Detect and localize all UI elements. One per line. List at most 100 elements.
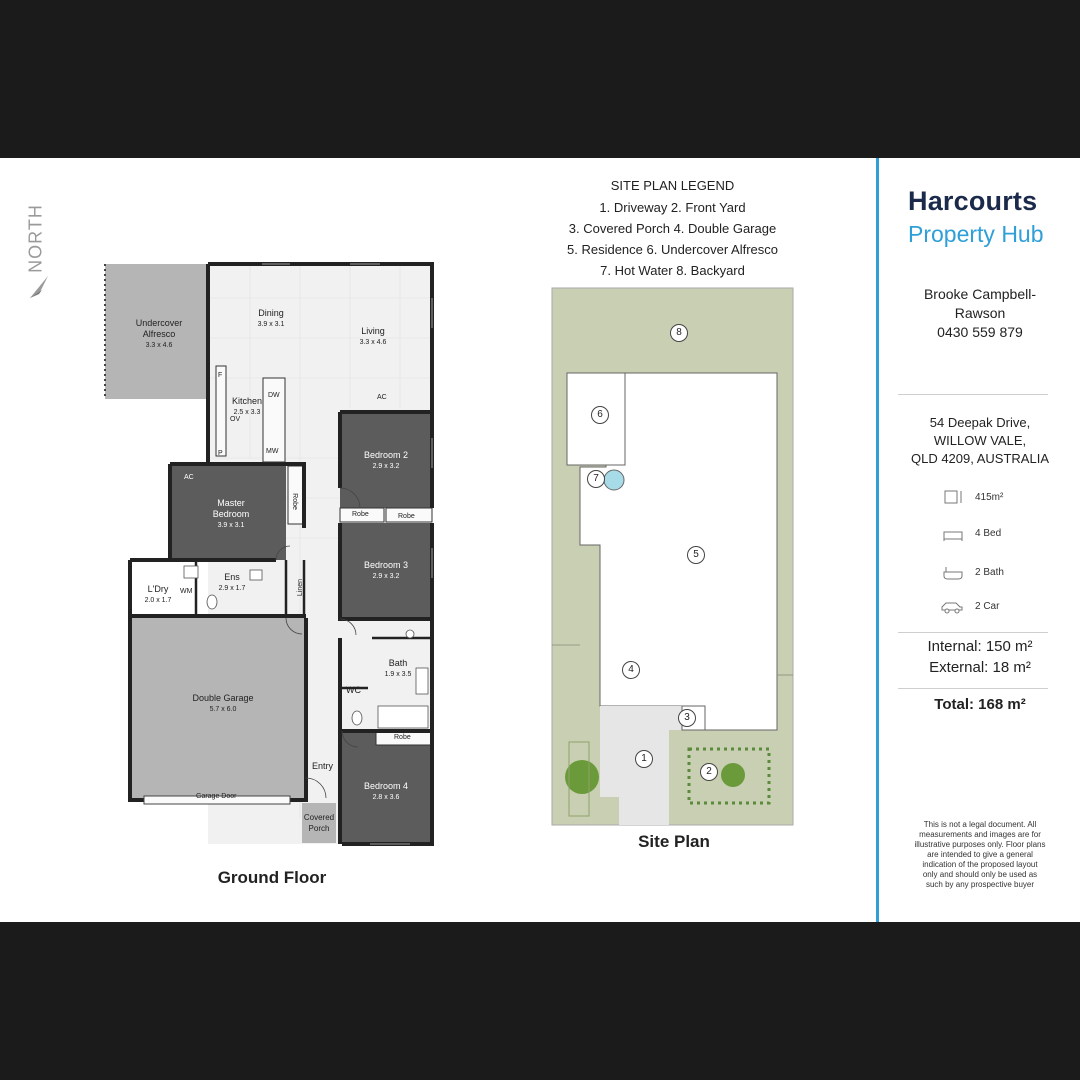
garage-name: Double Garage [192,693,254,703]
ensuite-name: Ens [224,572,240,582]
legend-line-1: 1. Driveway 2. Front Yard [599,200,746,215]
fixture-pantry: P [218,450,223,457]
brand-name: Harcourts [908,186,1038,216]
floor-plan-drawing [104,262,434,846]
sidebar-divider-3 [898,688,1048,689]
fixture-microwave: MW [266,448,279,455]
bedroom2-dims: 2.9 x 3.2 [372,463,400,470]
master-name: Master Bedroom [212,498,250,519]
living-name: Living [361,326,385,336]
bedroom4-name: Bedroom 4 [363,781,409,791]
feature-bath: 2 Bath [975,567,1004,578]
room-label-bedroom3: Bedroom 3 2.9 x 3.2 [350,560,422,582]
kitchen-name: Kitchen [231,396,263,406]
total-area: Total: 168 m² [934,696,1026,713]
legend-line-3: 5. Residence 6. Undercover Alfresco [567,242,778,257]
room-label-bedroom4: Bedroom 4 2.8 x 3.6 [350,781,422,803]
site-marker-7: 7 [587,470,605,488]
fixture-ac-living: AC [377,394,387,401]
site-marker-5: 5 [687,546,705,564]
covered-porch-text: Covered Porch [303,813,335,833]
fixture-robe-bedroom4: Robe [394,734,411,741]
site-plan-title: Site Plan [638,832,710,851]
living-dims: 3.3 x 4.6 [359,339,387,346]
fixture-washing-machine: WM [180,588,193,595]
agent-name-line-2: Rawson [954,305,1006,321]
room-label-laundry: L'Dry 2.0 x 1.7 [136,584,180,606]
site-marker-8: 8 [670,324,688,342]
disclaimer-line-6: only and should only be used as [922,870,1038,879]
bedroom2-name: Bedroom 2 [363,450,409,460]
address-line-1: 54 Deepak Drive, [929,415,1031,430]
agent-phone: 0430 559 879 [937,324,1023,340]
room-label-ensuite: Ens 2.9 x 1.7 [210,572,254,594]
car-icon [941,602,963,614]
alfresco-name: Undercover Alfresco [135,318,183,339]
disclaimer-line-2: measurements and images are for [919,830,1041,839]
legend-title: SITE PLAN LEGEND [610,178,735,193]
room-label-master: Master Bedroom 3.9 x 3.1 [200,498,262,531]
disclaimer-line-7: such by any prospective buyer [925,880,1035,889]
brand-subname: Property Hub [908,221,1044,247]
sidebar-divider-2 [898,632,1048,633]
fixture-dishwasher: DW [268,392,280,399]
fixture-fridge: F [218,372,223,379]
disclaimer-line-3: illustrative purposes only. Floor plans [914,840,1046,849]
bedroom3-dims: 2.9 x 3.2 [372,573,400,580]
feature-car: 2 Car [975,601,1000,612]
garage-dims: 5.7 x 6.0 [209,706,237,713]
bed-icon [943,531,963,541]
north-compass: NORTH [22,188,52,300]
disclaimer: This is not a legal document. All measur… [895,820,1065,890]
site-marker-3: 3 [678,709,696,727]
site-marker-2: 2 [700,763,718,781]
room-label-alfresco: Undercover Alfresco 3.3 x 4.6 [120,318,198,351]
label-garage-door: Garage Door [196,793,237,800]
room-label-kitchen: Kitchen 2.5 x 3.3 [222,396,272,418]
site-marker-6: 6 [591,406,609,424]
site-marker-1: 1 [635,750,653,768]
room-label-living: Living 3.3 x 4.6 [338,326,408,348]
bath-name: Bath [388,658,408,668]
fixture-oven: OV [230,416,241,423]
room-label-bedroom2: Bedroom 2 2.9 x 3.2 [350,450,422,472]
compass-label: NORTH [25,204,46,273]
disclaimer-line-5: indication of the proposed layout [922,860,1038,869]
fixture-robe-master: Robe [290,493,298,510]
laundry-name: L'Dry [147,584,169,594]
feature-land: 415m² [975,492,1004,503]
disclaimer-line-1: This is not a legal document. All [923,820,1037,829]
laundry-dims: 2.0 x 1.7 [144,597,172,604]
dining-dims: 3.9 x 3.1 [257,321,285,328]
agent-name-line-1: Brooke Campbell- [923,286,1037,302]
address-line-3: QLD 4209, AUSTRALIA [910,451,1049,466]
label-covered-porch: Covered Porch [300,812,338,834]
brochure-sheet: NORTH [0,158,1080,922]
alfresco-dims: 3.3 x 4.6 [145,342,173,349]
master-dims: 3.9 x 3.1 [217,522,245,529]
external-area: External: 18 m² [929,659,1031,676]
fixture-wc: WC [346,685,361,695]
fixture-ac-master: AC [184,474,194,481]
label-entry: Entry [312,761,334,771]
floor-plan-title: Ground Floor [217,868,327,887]
bedroom4-dims: 2.8 x 3.6 [372,794,400,801]
room-label-dining: Dining 3.9 x 3.1 [236,308,306,330]
kitchen-dims: 2.5 x 3.3 [233,409,261,416]
room-label-bath: Bath 1.9 x 3.5 [378,658,418,680]
north-arrow-icon [30,276,48,298]
land-area-icon [944,490,962,504]
sidebar-divider-1 [898,394,1048,395]
fixture-robe-bedroom3: Robe [398,513,415,520]
fixture-robe-bedroom2: Robe [352,511,369,518]
internal-area: Internal: 150 m² [927,638,1033,655]
bath-dims: 1.9 x 3.5 [384,671,412,678]
ensuite-dims: 2.9 x 1.7 [218,585,246,592]
bath-icon [943,567,963,580]
bedroom3-name: Bedroom 3 [363,560,409,570]
legend-line-4: 7. Hot Water 8. Backyard [600,263,745,278]
dining-name: Dining [258,308,284,318]
room-label-garage: Double Garage 5.7 x 6.0 [178,693,268,715]
feature-bed: 4 Bed [975,528,1002,539]
sidebar-accent-bar [876,158,879,922]
